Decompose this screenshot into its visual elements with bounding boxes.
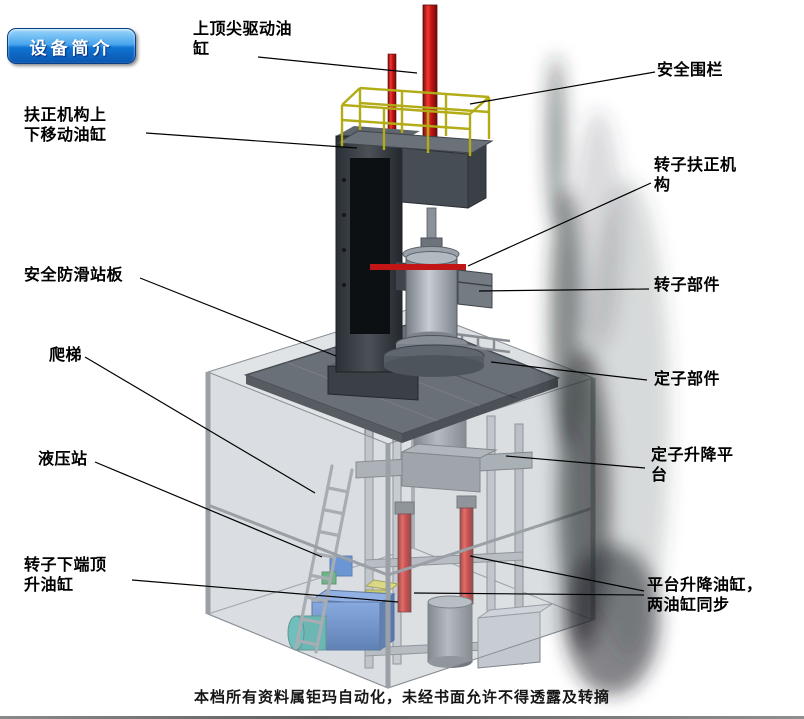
label-centering-lift-cylinder: 扶正机构上 下移动油缸 (24, 107, 107, 144)
label-rotor-centering-mech: 转子扶正机 构 (654, 157, 737, 194)
leader-stator-platform (505, 455, 646, 469)
leader-centering-lift-cylinder (145, 132, 358, 149)
enclosure-front (205, 371, 596, 689)
leader-stator-part (490, 361, 648, 381)
leader-top-drive-cylinder (257, 56, 418, 74)
leader-rotor-centering (467, 182, 652, 267)
label-hydraulic-station: 液压站 (38, 451, 88, 468)
title-badge-text: 设备简介 (29, 38, 114, 58)
shadow-smudge (547, 55, 670, 695)
label-rotor-part: 转子部件 (654, 277, 721, 294)
head-assembly (336, 130, 494, 209)
label-stator-part: 定子部件 (654, 371, 721, 388)
rotor-jack-cylinder-graphic (427, 595, 473, 668)
watermark-text: 本档所有资料属钜玛自动化，未经书面允许不得透露及转摘 (193, 689, 610, 706)
leader-antislip-board (139, 277, 337, 357)
ladder-graphic (294, 464, 354, 654)
label-antislip-board: 安全防滑站板 (24, 267, 124, 284)
leader-platform-cylinders-b (413, 592, 645, 596)
leader-rotor-jack-cylinder (131, 579, 399, 603)
label-safety-fence: 安全围栏 (657, 62, 724, 79)
bottom-right-box (477, 603, 553, 669)
label-rotor-jack-cylinder: 转子下端顶 升油缸 (24, 557, 107, 594)
label-ladder: 爬梯 (49, 347, 83, 364)
platform-lift-cylinders-graphic (394, 495, 477, 613)
label-platform-lift-cylinders: 平台升降油缸， 两油缸同步 (647, 577, 763, 614)
leader-safety-fence (469, 71, 656, 105)
rotor-assembly-graphic (370, 207, 493, 377)
label-top-drive-cylinder: 上顶尖驱动油 缸 (193, 21, 293, 58)
safety-fence-graphic (340, 86, 491, 156)
leader-ladder (84, 356, 316, 494)
label-stator-lift-platform: 定子升降平 台 (651, 447, 734, 484)
leader-platform-cylinders-a (469, 555, 645, 592)
title-badge: 设备简介 (7, 28, 136, 64)
bottom-border (0, 716, 804, 719)
leader-hydraulic-station (94, 461, 323, 558)
leader-rotor-part (478, 288, 650, 292)
